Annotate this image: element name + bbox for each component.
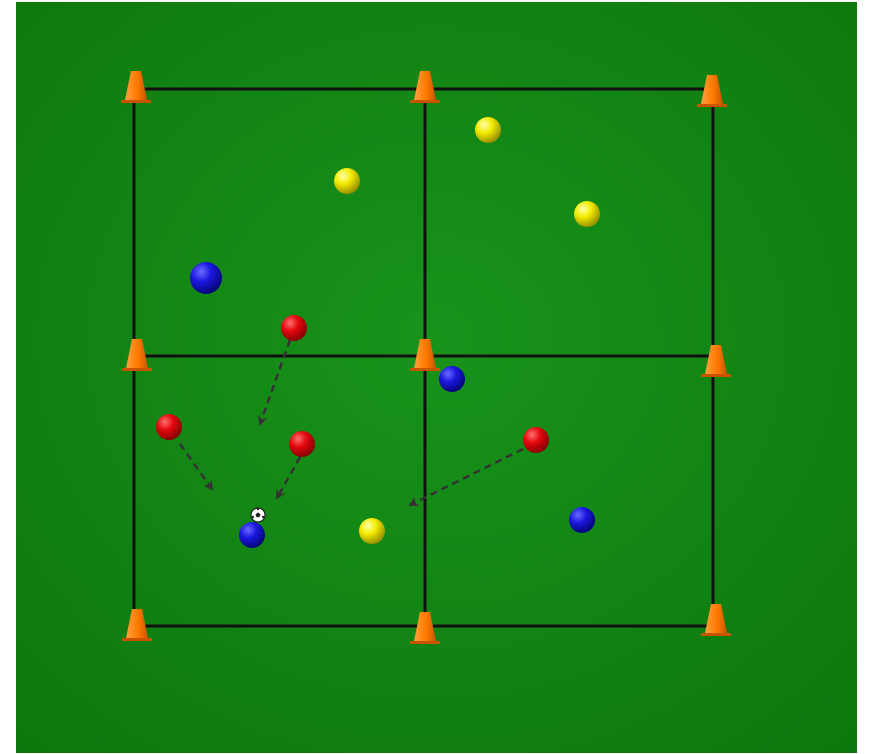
player-red	[523, 427, 549, 453]
player-blue	[439, 366, 465, 392]
player-yellow	[475, 117, 501, 143]
player-blue	[569, 507, 595, 533]
player-red	[281, 315, 307, 341]
player-blue	[239, 522, 265, 548]
player-yellow	[334, 168, 360, 194]
player-red	[156, 414, 182, 440]
player-yellow	[359, 518, 385, 544]
player-blue	[190, 262, 222, 294]
player-yellow	[574, 201, 600, 227]
soccer-ball-icon	[251, 508, 265, 522]
player-red	[289, 431, 315, 457]
